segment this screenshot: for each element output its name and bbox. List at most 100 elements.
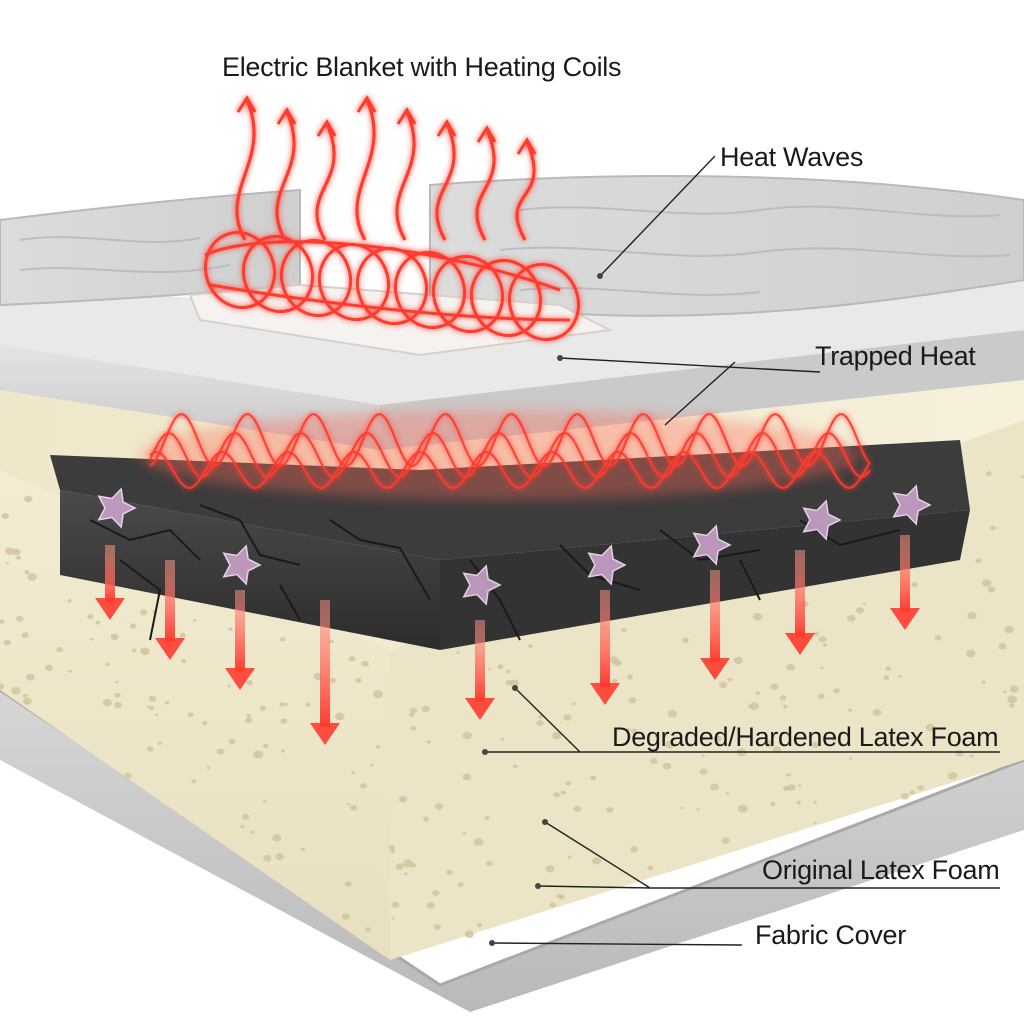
foam-pore bbox=[486, 861, 493, 867]
foam-pore bbox=[786, 664, 795, 671]
foam-pore bbox=[390, 849, 395, 853]
foam-pore bbox=[24, 496, 32, 503]
foam-pore bbox=[149, 706, 154, 710]
foam-pore bbox=[463, 732, 472, 739]
foam-pore bbox=[388, 845, 394, 850]
foam-pore bbox=[2, 513, 9, 519]
foam-pore bbox=[411, 726, 417, 730]
heat-arrow-shaft bbox=[105, 545, 115, 602]
foam-pore bbox=[427, 740, 431, 743]
foam-pore bbox=[105, 663, 110, 667]
foam-pore bbox=[856, 607, 864, 613]
foam-pore bbox=[967, 612, 976, 619]
foam-pore bbox=[16, 556, 21, 560]
foam-pore bbox=[350, 805, 357, 811]
heat-wave-arrowhead bbox=[318, 122, 335, 136]
original-foam-label: Original Latex Foam bbox=[762, 855, 999, 886]
foam-pore bbox=[647, 866, 653, 871]
foam-pore bbox=[606, 807, 613, 813]
foam-pore bbox=[798, 784, 802, 787]
foam-pore bbox=[446, 870, 452, 875]
foam-pore bbox=[90, 638, 94, 641]
foam-pore bbox=[335, 713, 344, 720]
fabric-cover-label: Fabric Cover bbox=[755, 920, 906, 951]
foam-pore bbox=[347, 803, 350, 806]
foam-pore bbox=[982, 681, 986, 684]
foam-pore bbox=[628, 697, 636, 703]
foam-pore bbox=[229, 739, 236, 745]
foam-pore bbox=[456, 651, 460, 654]
foam-pore bbox=[833, 688, 840, 693]
foam-pore bbox=[813, 801, 817, 804]
foam-pore bbox=[434, 924, 441, 930]
foam-pore bbox=[422, 706, 430, 712]
trapped-heat-label: Trapped Heat bbox=[815, 341, 976, 372]
foam-pore bbox=[227, 685, 231, 688]
foam-pore bbox=[207, 766, 211, 769]
foam-pore bbox=[755, 691, 760, 695]
foam-pore bbox=[976, 558, 982, 563]
foam-pore bbox=[630, 846, 638, 852]
foam-pore bbox=[911, 582, 917, 587]
foam-pore bbox=[193, 619, 196, 622]
foam-pore bbox=[1004, 626, 1014, 634]
foam-pore bbox=[247, 680, 254, 685]
foam-pore bbox=[917, 785, 923, 790]
foam-pore bbox=[1007, 696, 1017, 704]
foam-pore bbox=[280, 718, 287, 724]
heat-arrow-shaft bbox=[165, 560, 175, 642]
heat-arrow-shaft bbox=[320, 600, 330, 727]
foam-pore bbox=[240, 825, 244, 828]
foam-pore bbox=[432, 890, 439, 896]
foam-pore bbox=[355, 678, 361, 683]
foam-pore bbox=[726, 792, 729, 795]
foam-pore bbox=[998, 643, 1006, 649]
foam-pore bbox=[823, 643, 827, 646]
foam-pore bbox=[365, 927, 371, 931]
degraded-foam-label: Degraded/Hardened Latex Foam bbox=[612, 722, 998, 753]
foam-pore bbox=[111, 634, 119, 640]
foam-pore bbox=[568, 856, 572, 859]
foam-pore bbox=[553, 792, 560, 797]
foam-pore bbox=[592, 857, 601, 864]
foam-pore bbox=[728, 678, 733, 682]
foam-pore bbox=[275, 853, 284, 860]
foam-pore bbox=[22, 632, 29, 638]
foam-pore bbox=[500, 738, 504, 741]
foam-pore bbox=[886, 667, 892, 672]
foam-pore bbox=[680, 807, 683, 809]
heat-arrow-shaft bbox=[795, 550, 805, 637]
foam-pore bbox=[465, 931, 474, 938]
foam-pore bbox=[370, 764, 374, 767]
mattress bbox=[0, 265, 1024, 1012]
foam-pore bbox=[966, 650, 976, 658]
foam-pore bbox=[990, 526, 996, 531]
foam-pore bbox=[474, 838, 484, 846]
foam-pore bbox=[528, 644, 532, 648]
foam-pore bbox=[6, 562, 9, 565]
foam-pore bbox=[188, 712, 194, 717]
foam-pore bbox=[609, 656, 618, 663]
foam-pore bbox=[301, 848, 305, 851]
foam-pore bbox=[140, 610, 147, 616]
foam-pore bbox=[281, 749, 285, 752]
foam-pore bbox=[263, 744, 268, 748]
foam-pore bbox=[23, 694, 28, 698]
foam-pore bbox=[410, 708, 417, 714]
heat-arrow-shaft bbox=[475, 620, 485, 702]
foam-pore bbox=[463, 832, 466, 835]
foam-pore bbox=[948, 772, 958, 780]
heat-wave-arrowhead bbox=[398, 110, 415, 124]
foam-pore bbox=[797, 801, 801, 805]
foam-pore bbox=[376, 745, 380, 748]
heat-wave-arrowhead bbox=[518, 140, 535, 154]
foam-pore bbox=[668, 710, 677, 717]
foam-pore bbox=[849, 757, 852, 760]
foam-pore bbox=[140, 648, 149, 656]
foam-pore bbox=[435, 803, 443, 810]
foam-pore bbox=[561, 791, 566, 795]
foam-pore bbox=[753, 613, 762, 620]
foam-pore bbox=[818, 694, 825, 699]
foam-pore bbox=[710, 783, 719, 790]
foam-pore bbox=[155, 714, 158, 716]
